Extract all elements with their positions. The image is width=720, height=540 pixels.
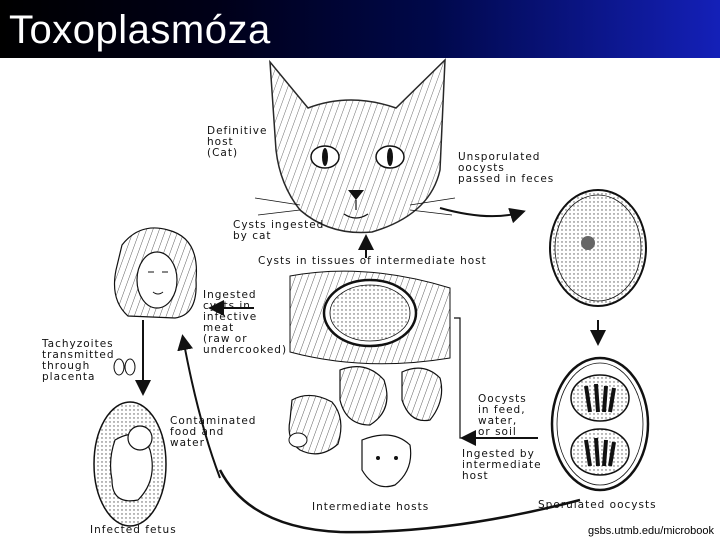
- life-cycle-diagram: Definitive host (Cat) Unsporulated oocys…: [0, 58, 720, 540]
- sporulated-oocysts-label: Sporulated oocysts: [538, 499, 657, 511]
- ingested-cysts-label: Ingested cysts in infective meat (raw or…: [203, 289, 288, 356]
- slide-title: Toxoplasmóza: [9, 8, 271, 52]
- infected-fetus-label: Infected fetus: [90, 524, 177, 536]
- unsporulated-oocysts-label: Unsporulated oocysts passed in feces: [458, 151, 555, 185]
- intermediate-hosts-illustration: [288, 366, 443, 488]
- cysts-ingested-by-cat-label: Cysts ingested by cat: [233, 219, 325, 242]
- tissue-cyst-illustration: [289, 270, 451, 365]
- contaminated-food-label: Contaminated food and water: [170, 415, 257, 449]
- ingested-by-intermediate-label: Ingested by intermediate host: [462, 448, 542, 482]
- definitive-host-label: Definitive host (Cat): [207, 125, 268, 159]
- fetus-illustration: [93, 401, 167, 527]
- cycle-arrows: [135, 207, 606, 534]
- woman-illustration: [113, 227, 198, 319]
- title-bar: Toxoplasmóza: [0, 0, 720, 58]
- intermediate-hosts-label: Intermediate hosts: [312, 501, 430, 513]
- placenta-illustration: [113, 358, 136, 376]
- cysts-in-tissues-label: Cysts in tissues of intermediate host: [258, 255, 487, 267]
- sporulated-oocyst-illustration: [550, 356, 650, 492]
- unsporulated-oocyst-illustration: [549, 189, 647, 307]
- diagram-drawing: [93, 58, 650, 534]
- tachyzoites-label: Tachyzoites transmitted through placenta: [42, 338, 115, 383]
- cat-illustration: [254, 58, 456, 234]
- oocysts-in-feed-label: Oocysts in feed, water, or soil: [478, 393, 527, 438]
- source-credit: gsbs.utmb.edu/microbook: [588, 525, 714, 537]
